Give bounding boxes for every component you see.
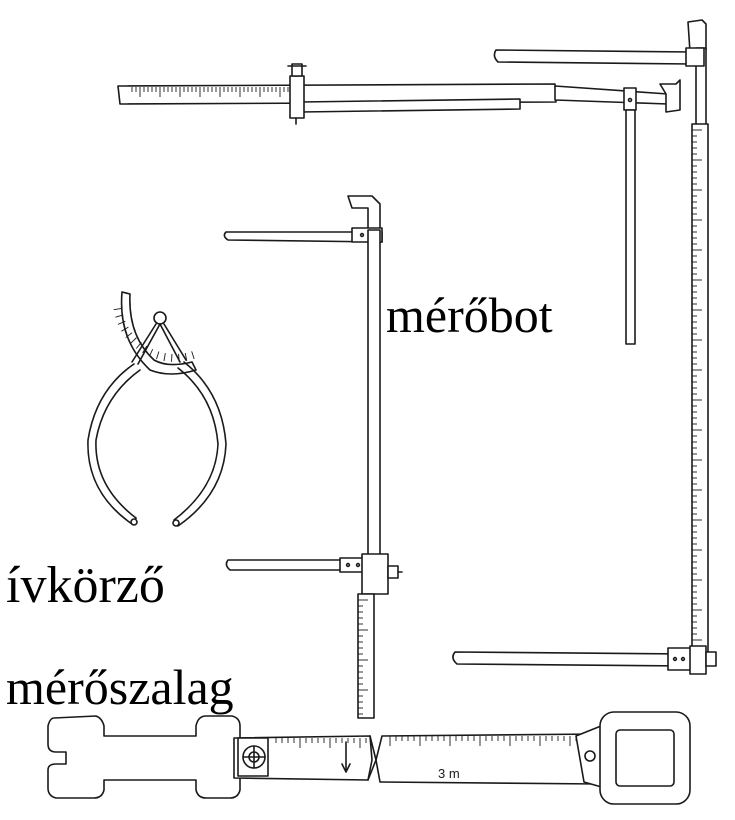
label-meroszalag: mérőszalag [6,659,234,715]
scale-tick [191,351,195,360]
label-merobot: mérőbot [386,287,553,343]
scale-tick [125,332,133,338]
arc-compass [87,291,227,527]
sliding-caliper [117,63,681,345]
scale-tick [163,353,166,362]
scale-tick [135,341,142,349]
measuring-rod-middle [223,195,403,719]
label-ivkorzo: ívkörző [6,557,165,614]
scale-tick [121,326,129,332]
scale-tick [115,314,124,318]
measuring-tape: 3 m [47,711,691,805]
scale-tick [156,351,160,360]
scale-tick [130,337,137,344]
measuring-rod-right [452,19,717,675]
scale-tick [142,345,148,354]
tape-marking: 3 m [438,766,460,781]
scale-tick [148,348,154,357]
scale-tick [117,320,126,325]
scale-tick [113,308,122,311]
